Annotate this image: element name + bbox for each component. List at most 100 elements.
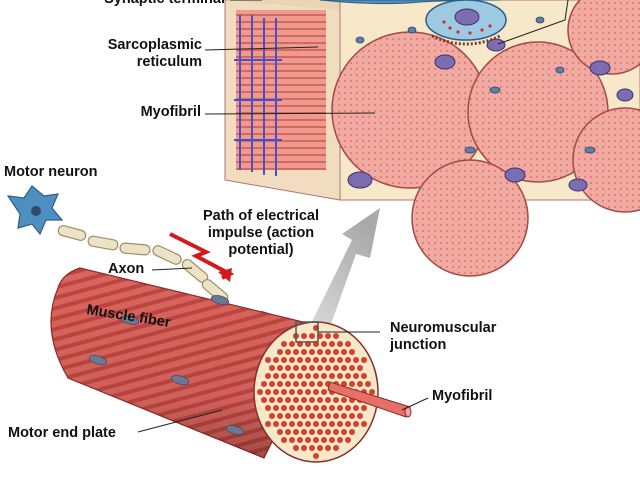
myofibril-dot bbox=[289, 373, 295, 379]
myofibril-dot bbox=[293, 381, 299, 387]
myofibril-dot bbox=[329, 341, 335, 347]
myofibril-dot bbox=[345, 373, 351, 379]
myofibril-dot bbox=[289, 405, 295, 411]
myofibril-dot bbox=[361, 373, 367, 379]
synaptic-terminal bbox=[319, 0, 507, 46]
myofibril-dot bbox=[293, 397, 299, 403]
myofibril-dot bbox=[301, 429, 307, 435]
neuron-nucleus bbox=[31, 206, 41, 216]
myofibril-dot bbox=[281, 405, 287, 411]
myofibril-dot bbox=[333, 397, 339, 403]
myofibril-dot bbox=[313, 357, 319, 363]
myofibril-dot bbox=[321, 357, 327, 363]
myofibril-dot bbox=[301, 445, 307, 451]
myofibril-dot bbox=[297, 437, 303, 443]
myofibril-dot bbox=[273, 357, 279, 363]
myofibril-dot bbox=[281, 421, 287, 427]
myofibril-dot bbox=[317, 365, 323, 371]
myofibril-dot bbox=[357, 413, 363, 419]
myofibril-dot bbox=[285, 349, 291, 355]
myofibril-dot bbox=[265, 373, 271, 379]
gray-expand-arrow-icon bbox=[304, 208, 380, 338]
myofibril-dot bbox=[265, 357, 271, 363]
label-sarcoplasmic-reticulum: Sarcoplasmic reticulum bbox=[107, 37, 202, 70]
myofibril-dot bbox=[277, 413, 283, 419]
myofibril-dot bbox=[317, 413, 323, 419]
myofibril-dot bbox=[281, 341, 287, 347]
myofibril-dot bbox=[321, 389, 327, 395]
myofibril-dot bbox=[337, 437, 343, 443]
myofibril-dot bbox=[301, 413, 307, 419]
myofibril-dot bbox=[277, 381, 283, 387]
myofibril-dot bbox=[313, 453, 319, 459]
myofibril-dot bbox=[257, 389, 263, 395]
myofibril-dot bbox=[305, 437, 311, 443]
label-neuromuscular-junction: Neuromuscular junction bbox=[390, 320, 497, 353]
protruding-myofibril bbox=[327, 381, 412, 418]
myofibril-dot bbox=[313, 405, 319, 411]
myofibril-dot bbox=[265, 389, 271, 395]
label-synaptic-terminal: Synaptic terminal bbox=[60, 0, 225, 8]
myofibril-dot bbox=[333, 333, 339, 339]
myofibril-dot bbox=[309, 381, 315, 387]
nuclei bbox=[355, 16, 596, 154]
myofibril-dot bbox=[301, 381, 307, 387]
myofibril-dot bbox=[289, 357, 295, 363]
myofibril-dot bbox=[317, 445, 323, 451]
myofibril-dot bbox=[361, 357, 367, 363]
myofibril-dot bbox=[297, 357, 303, 363]
myofibril-dot bbox=[341, 365, 347, 371]
myofibril-dot bbox=[333, 445, 339, 451]
myofibril-dot bbox=[349, 381, 355, 387]
myofibril-dot bbox=[317, 429, 323, 435]
myofibril-dot bbox=[309, 429, 315, 435]
myofibril-cross-section bbox=[572, 107, 640, 213]
myofibril-dot bbox=[309, 397, 315, 403]
myofibril-dot bbox=[321, 421, 327, 427]
myofibril-dot bbox=[341, 429, 347, 435]
myofibril-dot bbox=[345, 405, 351, 411]
myofibril-dot bbox=[333, 429, 339, 435]
myofibril-dot bbox=[349, 349, 355, 355]
myofibril-dot bbox=[305, 405, 311, 411]
myofibril-dot bbox=[277, 349, 283, 355]
myofibril-dot bbox=[317, 381, 323, 387]
myofibril-dot bbox=[337, 405, 343, 411]
myofibril-dot bbox=[325, 349, 331, 355]
myofibril-dot bbox=[329, 421, 335, 427]
myofibril-dot bbox=[333, 365, 339, 371]
myofibril-dot bbox=[341, 397, 347, 403]
myofibril-dot bbox=[325, 397, 331, 403]
leader-lines-top bbox=[204, 0, 569, 115]
myofibril-dot bbox=[353, 357, 359, 363]
myofibril-dot bbox=[289, 421, 295, 427]
myofibril-dot bbox=[277, 429, 283, 435]
myofibril-dot bbox=[345, 341, 351, 347]
myofibril-dot bbox=[313, 373, 319, 379]
myofibril-dot bbox=[337, 421, 343, 427]
myofibril-dot bbox=[329, 373, 335, 379]
myofibril-dot bbox=[285, 413, 291, 419]
myofibril-dot bbox=[313, 421, 319, 427]
myofibril-dot bbox=[337, 357, 343, 363]
myofibril-dot bbox=[313, 437, 319, 443]
myofibril-dot bbox=[277, 397, 283, 403]
myofibril-dot bbox=[273, 405, 279, 411]
myofibril-dot bbox=[333, 413, 339, 419]
myofibril-dot bbox=[301, 397, 307, 403]
myofibril-dot bbox=[309, 349, 315, 355]
myofibril-dot bbox=[337, 341, 343, 347]
label-myofibril-bottom: Myofibril bbox=[432, 388, 493, 404]
myofibril-dot bbox=[325, 445, 331, 451]
myofibril-dot bbox=[325, 429, 331, 435]
myofibril-dot bbox=[273, 373, 279, 379]
myofibril-dot bbox=[293, 429, 299, 435]
myofibril-dot bbox=[289, 437, 295, 443]
myofibril-dots bbox=[257, 325, 375, 459]
label-myofibril-top: Myofibril bbox=[140, 104, 201, 120]
label-path-of-impulse: Path of electrical impulse (action poten… bbox=[202, 208, 320, 258]
myofibril-dot bbox=[281, 357, 287, 363]
myofibril-dot bbox=[349, 365, 355, 371]
myofibril-dot bbox=[309, 365, 315, 371]
myofibril-dot bbox=[297, 421, 303, 427]
